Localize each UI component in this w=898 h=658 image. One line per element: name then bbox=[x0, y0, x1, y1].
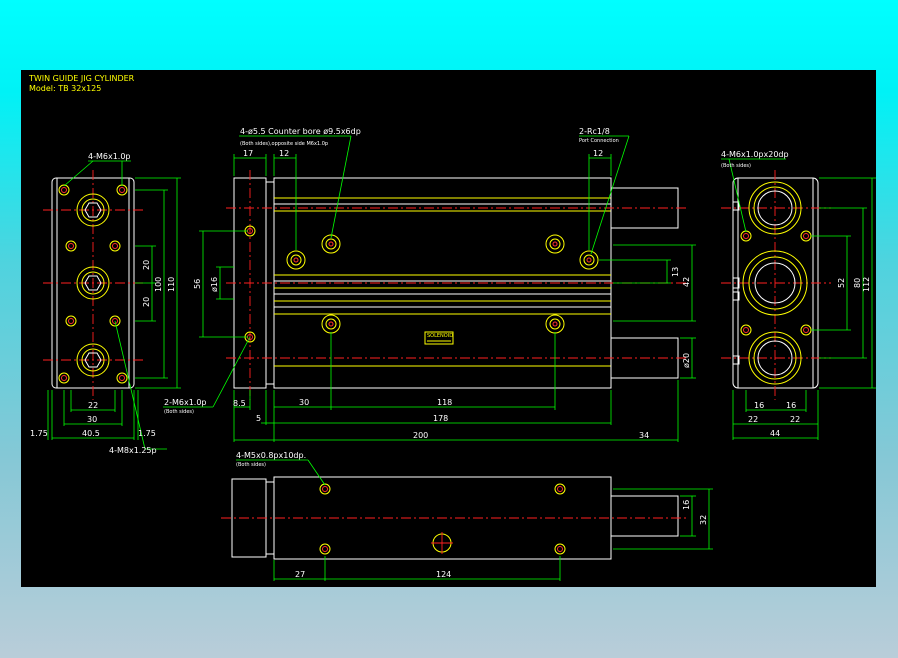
front-callout-c2: (Both sides) bbox=[164, 409, 194, 415]
right-end-view: 4-M6x1.0px20dp (Both sides) 52 80 112 16… bbox=[721, 150, 876, 440]
left-dim-1-75b: 1.75 bbox=[138, 429, 156, 438]
right-dim-112: 112 bbox=[862, 277, 871, 292]
front-dim-13: 13 bbox=[671, 267, 680, 277]
bottom-callout: 4-M5x0.8px10dp. bbox=[236, 451, 306, 460]
bottom-callout2: (Both sides) bbox=[236, 462, 266, 468]
right-dim-44: 44 bbox=[770, 429, 780, 438]
front-dim-178: 178 bbox=[433, 414, 448, 423]
bottom-dim-16: 16 bbox=[682, 500, 691, 510]
front-callout-b: 2-Rc1/8 bbox=[579, 127, 610, 136]
cad-drawing: TWIN GUIDE JIG CYLINDER Model: TB 32x125… bbox=[28, 74, 876, 581]
front-dim-118: 118 bbox=[437, 398, 452, 407]
drawing-title: TWIN GUIDE JIG CYLINDER bbox=[28, 74, 135, 83]
front-callout-a: 4-ø5.5 Counter bore ø9.5x6dp bbox=[240, 127, 361, 136]
front-callout-b2: Port Connection bbox=[579, 138, 619, 144]
left-dim-100: 100 bbox=[154, 277, 163, 292]
front-dim-56: 56 bbox=[193, 279, 202, 289]
left-dim-20a: 20 bbox=[142, 260, 151, 270]
front-dim-5: 5 bbox=[256, 414, 261, 423]
front-dim-200: 200 bbox=[413, 431, 428, 440]
left-dim-40-5: 40.5 bbox=[82, 429, 100, 438]
front-dim-12b: 12 bbox=[593, 149, 603, 158]
right-dim-52: 52 bbox=[837, 278, 846, 288]
bottom-dim-124: 124 bbox=[436, 570, 451, 579]
front-dim-17: 17 bbox=[243, 149, 253, 158]
left-callout-bottom: 4-M8x1.25p bbox=[109, 446, 157, 455]
left-callout-top: 4-M6x1.0p bbox=[88, 152, 131, 161]
front-view: SOLENOID 4-ø5.5 Counter bore ø9.5x6dp (B… bbox=[163, 127, 696, 442]
drawing-model: Model: TB 32x125 bbox=[29, 84, 101, 93]
left-dim-30: 30 bbox=[87, 415, 97, 424]
bottom-dim-27: 27 bbox=[295, 570, 305, 579]
right-dim-22a: 22 bbox=[748, 415, 758, 424]
front-dim-8-5: 8.5 bbox=[233, 399, 246, 408]
left-dim-22: 22 bbox=[88, 401, 98, 410]
right-callout2: (Both sides) bbox=[721, 163, 751, 169]
right-dim-16b: 16 bbox=[786, 401, 796, 410]
left-dim-110: 110 bbox=[167, 277, 176, 292]
right-dim-22b: 22 bbox=[790, 415, 800, 424]
bottom-dim-32: 32 bbox=[699, 515, 708, 525]
right-dim-80: 80 bbox=[853, 278, 862, 288]
front-dim-20: ø20 bbox=[682, 353, 691, 368]
bottom-view: 4-M5x0.8px10dp. (Both sides) 16 32 27 12… bbox=[221, 451, 713, 581]
front-callout-c: 2-M6x1.0p bbox=[164, 398, 207, 407]
drawing-canvas: TWIN GUIDE JIG CYLINDER Model: TB 32x125… bbox=[21, 70, 876, 587]
right-callout: 4-M6x1.0px20dp bbox=[721, 150, 789, 159]
left-dim-1-75a: 1.75 bbox=[30, 429, 48, 438]
left-dim-20b: 20 bbox=[142, 297, 151, 307]
front-dim-34: 34 bbox=[639, 431, 649, 440]
nameplate-label: SOLENOID bbox=[427, 333, 453, 339]
right-dim-16a: 16 bbox=[754, 401, 764, 410]
front-dim-16: ø16 bbox=[210, 277, 219, 292]
front-dim-42: 42 bbox=[682, 277, 691, 287]
front-callout-a2: (Both sides),opposite side M6x1.0p bbox=[240, 141, 328, 147]
front-dim-30: 30 bbox=[299, 398, 309, 407]
left-end-view: 4-M6x1.0p 4-M8x1.25p 20 20 100 110 22 30… bbox=[30, 152, 181, 455]
front-dim-12a: 12 bbox=[279, 149, 289, 158]
